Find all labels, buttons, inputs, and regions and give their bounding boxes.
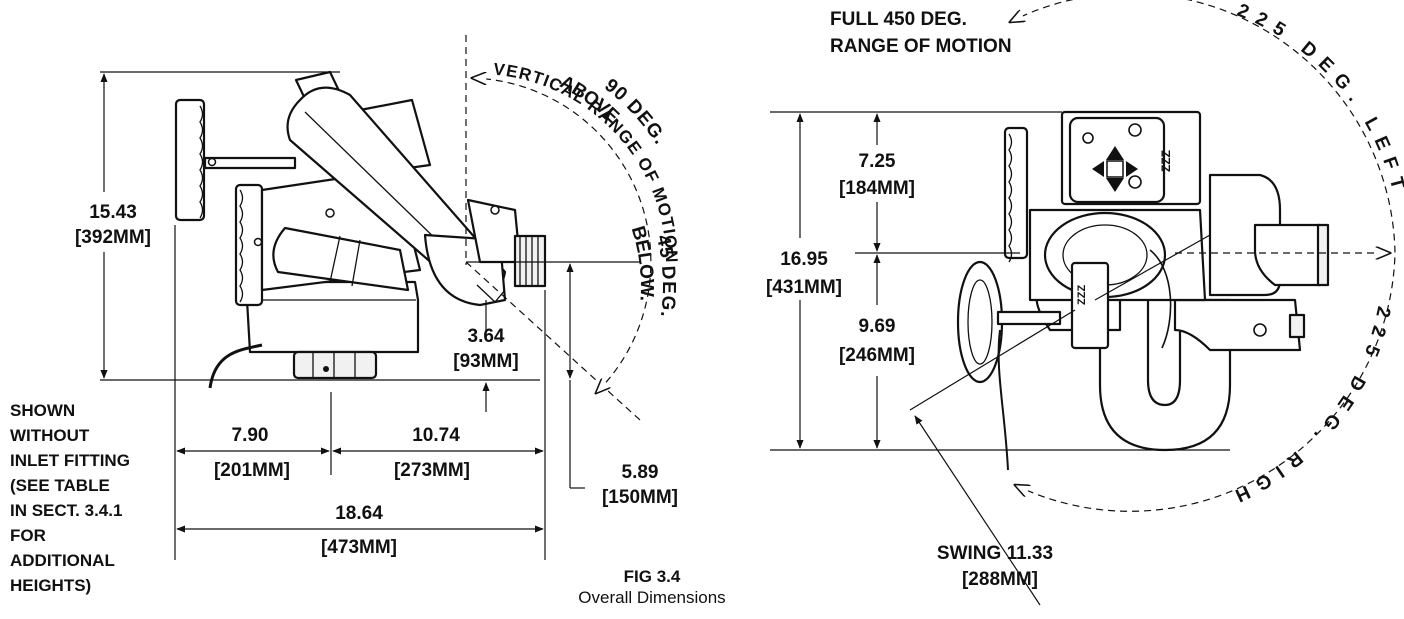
svg-text:SHOWN: SHOWN (10, 401, 75, 420)
total-height-value: 16.95 (780, 249, 828, 270)
left-range-label: 225 DEG. LEFT (1234, 0, 1404, 200)
outlet-offset-metric: [93MM] (453, 351, 518, 372)
total-length-metric: [473MM] (321, 537, 397, 558)
height-dimension-metric: [392MM] (75, 227, 151, 248)
rear-view: ZZZ ZZZ 225 DEG. LEFT 225 DEG. RIGHT FUL… (0, 0, 1404, 606)
rear-view-badge: ZZZ (1159, 150, 1173, 172)
outlet-height-metric: [150MM] (602, 487, 678, 508)
svg-text:HEIGHTS): HEIGHTS) (10, 576, 91, 595)
front-length-metric: [273MM] (394, 460, 470, 481)
total-height-metric: [431MM] (766, 277, 842, 298)
swing-metric: [288MM] (962, 569, 1038, 590)
outlet-offset-value: 3.64 (468, 326, 505, 347)
swing-value: SWING 11.33 (937, 543, 1053, 564)
svg-text:(SEE TABLE: (SEE TABLE (10, 476, 110, 495)
height-dimension-value: 15.43 (89, 202, 137, 223)
full-range-label-line1: FULL 450 DEG. (830, 9, 967, 30)
outlet-height-value: 5.89 (622, 462, 659, 483)
svg-text:FOR: FOR (10, 526, 46, 545)
svg-text:ADDITIONAL: ADDITIONAL (10, 551, 115, 570)
svg-text:IN SECT. 3.4.1: IN SECT. 3.4.1 (10, 501, 122, 520)
below-word-label: BELOW. (627, 224, 657, 303)
figure-title: Overall Dimensions (578, 588, 725, 607)
vertical-range-arc (472, 78, 652, 393)
upper-height-value: 7.25 (859, 151, 896, 172)
side-view-monitor-illustration (174, 70, 547, 389)
full-range-label-line2: RANGE OF MOTION (830, 36, 1012, 57)
figure-caption: FIG 3.4 Overall Dimensions (578, 567, 725, 607)
horizontal-range-arc (1010, 0, 1396, 512)
rear-view-plate-badge: ZZZ (1076, 285, 1088, 305)
lower-height-value: 9.69 (859, 316, 896, 337)
svg-text:INLET FITTING: INLET FITTING (10, 451, 130, 470)
rear-length-value: 7.90 (232, 425, 269, 446)
rear-length-metric: [201MM] (214, 460, 290, 481)
front-length-value: 10.74 (412, 425, 460, 446)
side-view: 90 DEG. ABOVE VERTICAL RANGE OF MOTION 4… (10, 35, 680, 595)
svg-text:WITHOUT: WITHOUT (10, 426, 90, 445)
upper-height-metric: [184MM] (839, 178, 915, 199)
total-length-value: 18.64 (335, 503, 383, 524)
figure-number: FIG 3.4 (624, 567, 681, 586)
inlet-fitting-note: SHOWN WITHOUT INLET FITTING (SEE TABLE I… (10, 401, 130, 595)
rear-view-monitor-illustration: ZZZ ZZZ (956, 110, 1330, 471)
lower-height-metric: [246MM] (839, 345, 915, 366)
